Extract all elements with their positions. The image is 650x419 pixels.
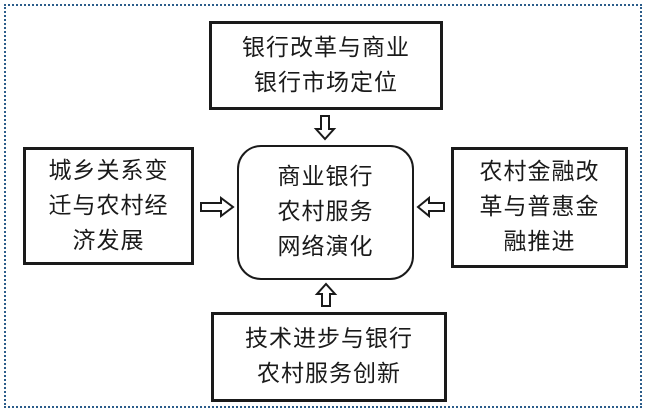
bottom-box-line-2: 农村服务创新: [257, 361, 401, 387]
arrow-up-icon: [314, 282, 338, 307]
center-box-line-3: 网络演化: [277, 234, 374, 260]
left-box: 城乡关系变 迁与农村经 济发展: [23, 147, 194, 265]
arrow-left-icon: [416, 195, 445, 219]
bottom-box-line-1: 技术进步与银行: [245, 326, 413, 352]
dotted-border-frame: [4, 4, 642, 408]
center-box-line-1: 商业银行: [277, 164, 374, 190]
left-box-line-3: 济发展: [72, 227, 145, 254]
right-box-line-3: 融推进: [503, 229, 576, 255]
left-box-line-2: 迁与农村经: [48, 192, 169, 219]
bottom-box: 技术进步与银行 农村服务创新: [211, 312, 447, 402]
arrow-right-icon: [200, 196, 235, 218]
arrow-down-icon: [313, 115, 337, 141]
right-box-line-2: 革与普惠金: [479, 194, 600, 220]
center-box: 商业银行 农村服务 网络演化: [237, 145, 414, 280]
left-box-line-1: 城乡关系变: [48, 157, 169, 184]
top-box: 银行改革与商业 银行市场定位: [209, 21, 443, 110]
top-box-line-2: 银行市场定位: [254, 69, 398, 96]
top-box-line-1: 银行改革与商业: [242, 34, 410, 61]
right-box-line-1: 农村金融改: [479, 159, 600, 185]
right-box: 农村金融改 革与普惠金 融推进: [451, 147, 628, 268]
center-box-line-2: 农村服务: [277, 199, 374, 225]
